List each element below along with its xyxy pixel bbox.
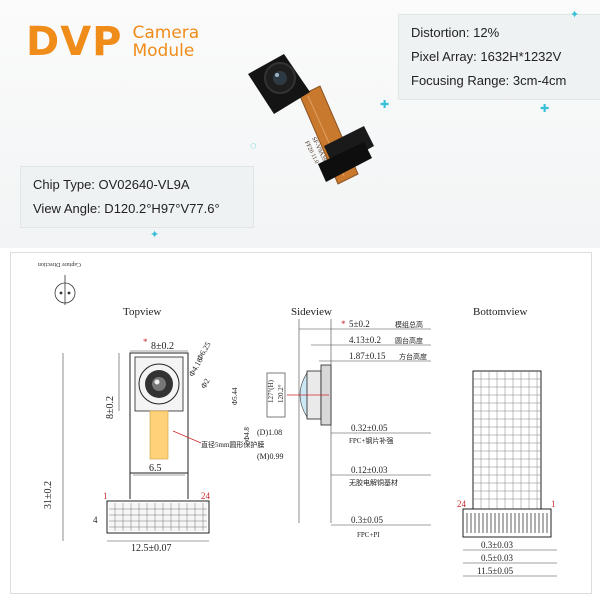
asterisk-mark: * (143, 337, 148, 347)
film-note: 直径5mm圆形保护膜 (201, 440, 264, 449)
topview-title: Topview (123, 306, 161, 318)
fpc-hatch-lines (109, 503, 207, 531)
dim-side-stiff: 0.32±0.05 (351, 423, 388, 433)
bottomview-title: Bottomview (473, 306, 527, 318)
lens-highlight (154, 379, 160, 385)
bottom-pin-24: 24 (457, 499, 467, 509)
dim-side-total-note: 模组总高 (395, 320, 423, 329)
dim-side-fpc: 0.12±0.03 (351, 465, 388, 475)
lens-outer (138, 363, 180, 405)
sideview: Sideview * 5±0.2 模组总高 4.13±0.2 圆台高度 1.87… (231, 306, 431, 539)
logo-brand: DVP (26, 19, 123, 65)
sparkle-icon: ◌ (250, 140, 257, 152)
topview-flex (149, 410, 169, 460)
bottom-pad-lines (466, 513, 548, 533)
dim-side-pi-note: FPC+PI (357, 531, 380, 539)
dim-side-48: Φ4.8 (243, 427, 251, 441)
lens-glass (273, 71, 287, 85)
asterisk-mark: * (341, 319, 346, 329)
sideview-title: Sideview (291, 306, 332, 318)
spec-focusing-range: Focusing Range: 3cm-4cm (411, 73, 567, 88)
bottom-hatch (473, 371, 541, 509)
camera-module-photo: SF-V9A3S FF20 11.0 (248, 54, 374, 185)
dim-side-square-note: 方台高度 (399, 352, 427, 361)
sparkle-icon: ✚ (540, 103, 550, 115)
dim-side-square: 1.87±0.15 (349, 351, 386, 361)
dim-side-round-note: 圆台高度 (395, 336, 423, 345)
dim-top-width: 8±0.2 (151, 341, 174, 352)
dim-lens3: Φ2 (199, 377, 212, 390)
logo-sub-line2: Module (132, 41, 195, 61)
bottom-stiffener (472, 370, 542, 510)
fov-box (266, 372, 286, 418)
connector (318, 142, 372, 182)
dim-side-total: 5±0.2 (349, 319, 370, 329)
lens-inner (152, 377, 166, 391)
logo-sub-line1: Camera (132, 23, 200, 43)
dim-side-m: (M)0.99 (257, 452, 283, 461)
spec-view-angle: View Angle: D120.2°H97°V77.6° (33, 201, 220, 216)
lens-highlight (275, 73, 279, 77)
dim-side-d: (D)1.08 (257, 428, 282, 437)
capture-direction-label: Capture Direction (38, 261, 81, 267)
dim-fpc-width: 12.5±0.07 (131, 543, 172, 554)
technical-drawing: Capture Direction Topview 直径5mm圆形保护膜 * 8… (10, 252, 592, 594)
dim-side-round: 4.13±0.2 (349, 335, 381, 345)
bottomview: Bottomview (457, 306, 557, 577)
spec-pixel-array: Pixel Array: 1632H*1232V (411, 49, 562, 64)
dim-top-mid: 6.5 (149, 463, 162, 474)
dim-side-stiff-note: FPC+钢片补强 (349, 436, 393, 445)
capture-direction: Capture Direction (38, 261, 81, 305)
sparkle-icon: ✚ (380, 99, 390, 111)
sparkle-icon: ✦ (570, 9, 580, 21)
spec-distortion: Distortion: 12% (411, 25, 500, 40)
fpc-hatch (109, 503, 207, 531)
capture-dot (59, 291, 63, 295)
topview: Topview 直径5mm圆形保护膜 * 8±0.2 8±0.2 31±0.2 … (43, 306, 264, 554)
dim-angle-v: 120.2° (277, 384, 285, 403)
film-leader (172, 430, 202, 444)
dim-bottom-pitch: 0.3±0.03 (481, 540, 513, 550)
pin-1-label: 1 (103, 491, 108, 501)
spec-chip-type: Chip Type: OV02640-VL9A (33, 177, 190, 192)
sparkle-icon: ✦ (150, 229, 160, 241)
spec-box-left: Chip Type: OV02640-VL9A View Angle: D120… (20, 166, 254, 228)
dim-lens2: Φ4.16 (187, 356, 205, 378)
capture-dot (67, 291, 71, 295)
dim-side-fpc-note: 无胶电解铜基材 (349, 478, 398, 487)
bottom-pin-1: 1 (551, 499, 556, 509)
dim-top-total: 31±0.2 (43, 481, 54, 509)
pin-24-label: 24 (201, 491, 211, 501)
brand-logo: DVP Camera Module (26, 18, 199, 66)
spec-box-right: Distortion: 12% Pixel Array: 1632H*1232V… (398, 14, 600, 100)
topview-body (129, 352, 189, 474)
dim-side-pi: 0.3±0.05 (351, 515, 383, 525)
dim-top-height: 8±0.2 (105, 396, 116, 419)
dim-bottom-pad: 0.5±0.03 (481, 553, 513, 563)
dim-bottom-width: 11.5±0.05 (477, 566, 514, 576)
dim-angle-h: 127°(H) (267, 379, 275, 403)
dim-side-544: Φ5.44 (231, 387, 239, 405)
logo-subtitle: Camera Module (132, 24, 199, 60)
product-banner: DVP Camera Module Distortion: 12% Pixel … (0, 0, 600, 248)
dim-fpc-height: 4 (93, 515, 98, 525)
drawing-canvas: Capture Direction Topview 直径5mm圆形保护膜 * 8… (38, 261, 557, 577)
